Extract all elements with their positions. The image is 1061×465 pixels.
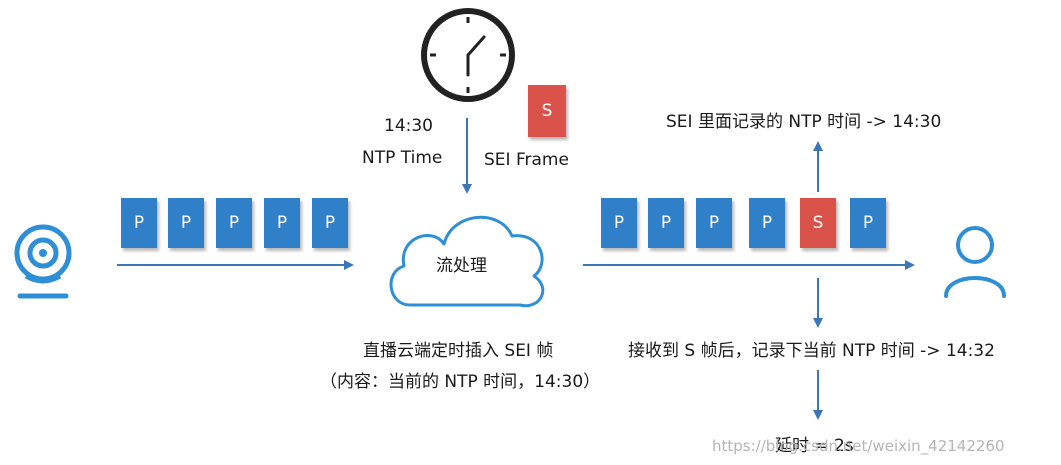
ntp-time-label: NTP Time <box>362 148 443 168</box>
sei-frame-in-stream: S <box>800 198 836 248</box>
p-frame: P <box>121 198 157 248</box>
sei-ntp-note: SEI 里面记录的 NTP 时间 -> 14:30 <box>666 112 942 132</box>
p-frame: P <box>648 198 684 248</box>
delay-note: 延时 = 2s <box>775 436 854 456</box>
p-frame: P <box>312 198 348 248</box>
cloud-icon <box>389 215 545 308</box>
p-frame: P <box>264 198 300 248</box>
cloud-label: 流处理 <box>436 256 487 276</box>
watermark: https://blog.csdn.net/weixin_42142260 <box>712 437 1005 455</box>
sei-frame-label: SEI Frame <box>484 150 569 170</box>
p-frame: P <box>216 198 252 248</box>
clock-time-label: 14:30 <box>384 116 433 136</box>
sei-frame-icon: S <box>528 85 566 137</box>
clock-icon <box>421 8 515 102</box>
p-frame: P <box>850 198 886 248</box>
p-frame: P <box>601 198 637 248</box>
p-frame: P <box>168 198 204 248</box>
cloud-insert-detail: （内容：当前的 NTP 时间，14:30） <box>320 372 601 392</box>
receive-note: 接收到 S 帧后，记录下当前 NTP 时间 -> 14:32 <box>628 341 995 361</box>
p-frame: P <box>696 198 732 248</box>
user-icon <box>944 226 1006 298</box>
webcam-icon <box>14 224 72 299</box>
cloud-insert-note: 直播云端定时插入 SEI 帧 <box>363 341 554 361</box>
p-frame: P <box>749 198 785 248</box>
